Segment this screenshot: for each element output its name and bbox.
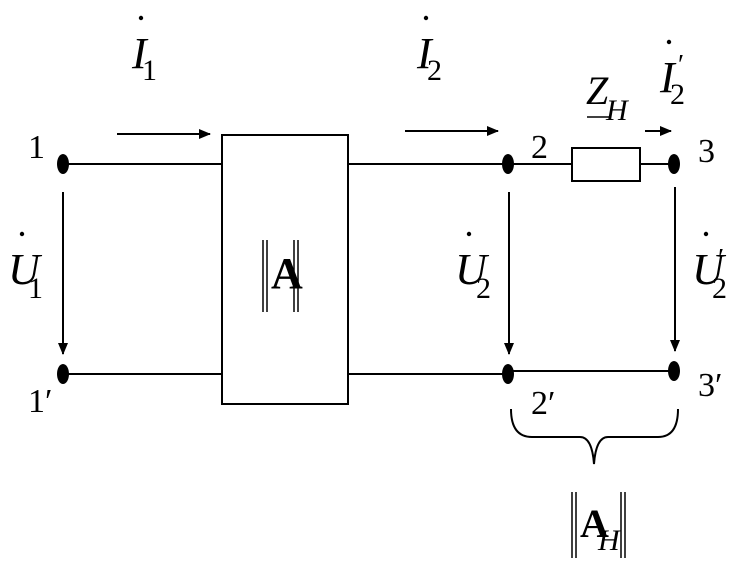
label-voltage-2-prime: U ′ 2 <box>692 231 727 305</box>
svg-text:U: U <box>8 245 43 294</box>
svg-text:2: 2 <box>712 272 727 305</box>
svg-text:2: 2 <box>476 272 491 305</box>
dot-accent-icon <box>666 39 672 45</box>
label-current-2: I 2 <box>416 15 442 87</box>
label-current-1: I 1 <box>131 15 157 87</box>
svg-text:2: 2 <box>670 78 685 111</box>
svg-text:A: A <box>271 249 303 298</box>
dot-accent-icon <box>19 231 25 237</box>
two-port-box-A <box>221 134 349 405</box>
label-voltage-1: U 1 <box>8 231 43 305</box>
label-matrix-AH: A H <box>571 492 626 558</box>
svg-text:H: H <box>605 94 630 127</box>
svg-text:I: I <box>131 29 149 78</box>
terminal-3-prime <box>668 361 680 381</box>
svg-text:2: 2 <box>427 54 442 87</box>
svg-text:1: 1 <box>142 54 157 87</box>
svg-text:U: U <box>455 245 490 294</box>
voltage-arrows <box>58 187 680 355</box>
svg-text:H: H <box>597 524 622 557</box>
svg-text:1: 1 <box>28 272 43 305</box>
terminal-1-prime <box>57 364 69 384</box>
dot-accent-icon <box>703 231 709 237</box>
node-label-3-prime: 3′ <box>698 367 722 404</box>
label-current-2-prime: I ′ 2 <box>659 39 685 111</box>
label-impedance: Z H <box>586 68 630 127</box>
dot-accent-icon <box>466 231 472 237</box>
node-label-3: 3 <box>698 133 715 170</box>
terminal-3 <box>668 154 680 174</box>
svg-text:I: I <box>659 53 677 102</box>
svg-text:I: I <box>416 29 434 78</box>
node-label-2-prime: 2′ <box>531 385 555 422</box>
svg-text:A: A <box>580 501 609 546</box>
wires <box>63 163 674 375</box>
svg-text:U: U <box>692 245 727 294</box>
current-arrows <box>117 126 672 139</box>
svg-text:′: ′ <box>678 50 684 81</box>
impedance-resistor <box>571 147 641 182</box>
terminal-1 <box>57 154 69 174</box>
svg-text:′: ′ <box>718 244 724 275</box>
node-label-1-prime: 1′ <box>28 383 52 420</box>
node-label-1: 1 <box>28 129 45 166</box>
terminal-2 <box>502 154 514 174</box>
terminal-2-prime <box>502 364 514 384</box>
svg-text:Z: Z <box>586 68 609 113</box>
load-brace <box>510 408 679 465</box>
dot-accent-icon <box>423 15 429 21</box>
terminals <box>57 154 680 384</box>
label-voltage-2: U 2 <box>455 231 491 305</box>
dot-accent-icon <box>138 15 144 21</box>
node-label-2: 2 <box>531 129 548 166</box>
label-matrix-A: A <box>262 240 303 312</box>
